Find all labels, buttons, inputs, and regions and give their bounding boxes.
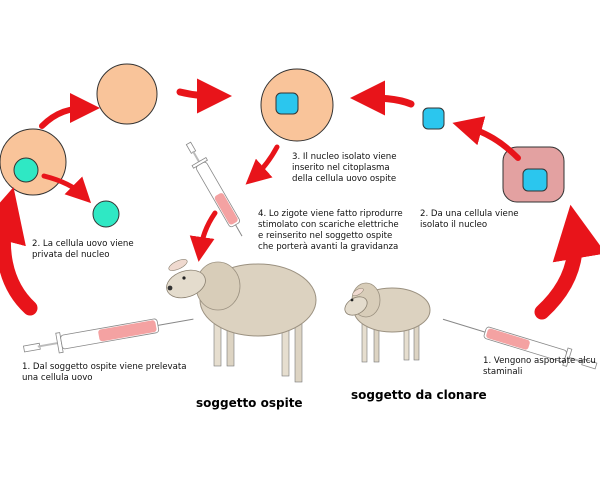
- step-clone-2-label: 2. Da una cellula viene isolato il nucle…: [420, 209, 519, 231]
- arrows: [0, 78, 600, 320]
- removed-nucleus: [92, 200, 120, 228]
- arrow-to-host: [189, 210, 218, 262]
- syringe-zygote: [185, 141, 243, 237]
- step-host-1-label: 1. Dal soggetto ospite viene prelevata u…: [22, 362, 187, 384]
- step-host-3-line: inserito nel citoplasma: [292, 163, 390, 173]
- host-nucleus: [13, 157, 39, 183]
- step-host-4-line: 4. Lo zigote viene fatto riprodurre: [258, 209, 403, 219]
- arrow-to-egg-cell: [39, 93, 100, 129]
- clone-caption: soggetto da clonare: [351, 388, 487, 402]
- donor-nucleus: [522, 168, 548, 192]
- step-host-4-line: e reinserito nel soggetto ospite: [258, 231, 393, 241]
- step-clone-2-line: 2. Da una cellula viene: [420, 209, 519, 219]
- step-host-1-line: 1. Dal soggetto ospite viene prelevata: [22, 362, 187, 372]
- zygote-cell: [260, 68, 334, 142]
- host-egg-cell-with-nucleus: [0, 128, 67, 196]
- inserted-nucleus: [275, 92, 299, 115]
- isolated-nucleus: [422, 107, 445, 130]
- arrow-cell-to-nucleus: [452, 116, 521, 161]
- arrow-host-up: [0, 187, 38, 316]
- arrow-clone-up: [534, 204, 600, 320]
- step-host-2-line: 2. La cellula uovo viene: [32, 239, 134, 249]
- clone-sheep: [344, 282, 431, 363]
- arrow-nucleus-to-zygote: [350, 80, 415, 116]
- step-clone-1-line: 1. Vengono asportate alcu: [483, 356, 596, 366]
- syringe-clone-right: [442, 318, 598, 370]
- arrow-zygote-down: [245, 144, 280, 185]
- step-host-3-line: della cellula uovo ospite: [292, 174, 397, 184]
- step-clone-1-line: staminali: [483, 367, 523, 377]
- step-host-3-line: 3. Il nucleo isolato viene: [292, 152, 397, 162]
- step-clone-1-label: 1. Vengono asportate alcu staminali: [483, 356, 600, 378]
- step-host-3-label: 3. Il nucleo isolato viene inserito nel …: [292, 152, 397, 185]
- host-caption: soggetto ospite: [196, 396, 303, 410]
- syringe-host-left: [23, 318, 194, 354]
- arrow-egg-to-zygote: [176, 78, 232, 114]
- step-host-4-label: 4. Lo zigote viene fatto riprodurre stim…: [258, 209, 403, 253]
- host-sheep: [166, 259, 317, 383]
- step-host-4-line: stimolato con scariche elettriche: [258, 220, 399, 230]
- step-host-2-label: 2. La cellula uovo viene privata del nuc…: [32, 239, 134, 261]
- host-egg-cell: [96, 63, 158, 125]
- step-clone-2-line: isolato il nucleo: [420, 220, 488, 230]
- arrow-remove-nucleus: [41, 173, 92, 204]
- step-host-1-line: una cellula uovo: [22, 373, 93, 383]
- step-host-2-line: privata del nucleo: [32, 250, 110, 260]
- step-host-4-line: che porterà avanti la gravidanza: [258, 242, 399, 252]
